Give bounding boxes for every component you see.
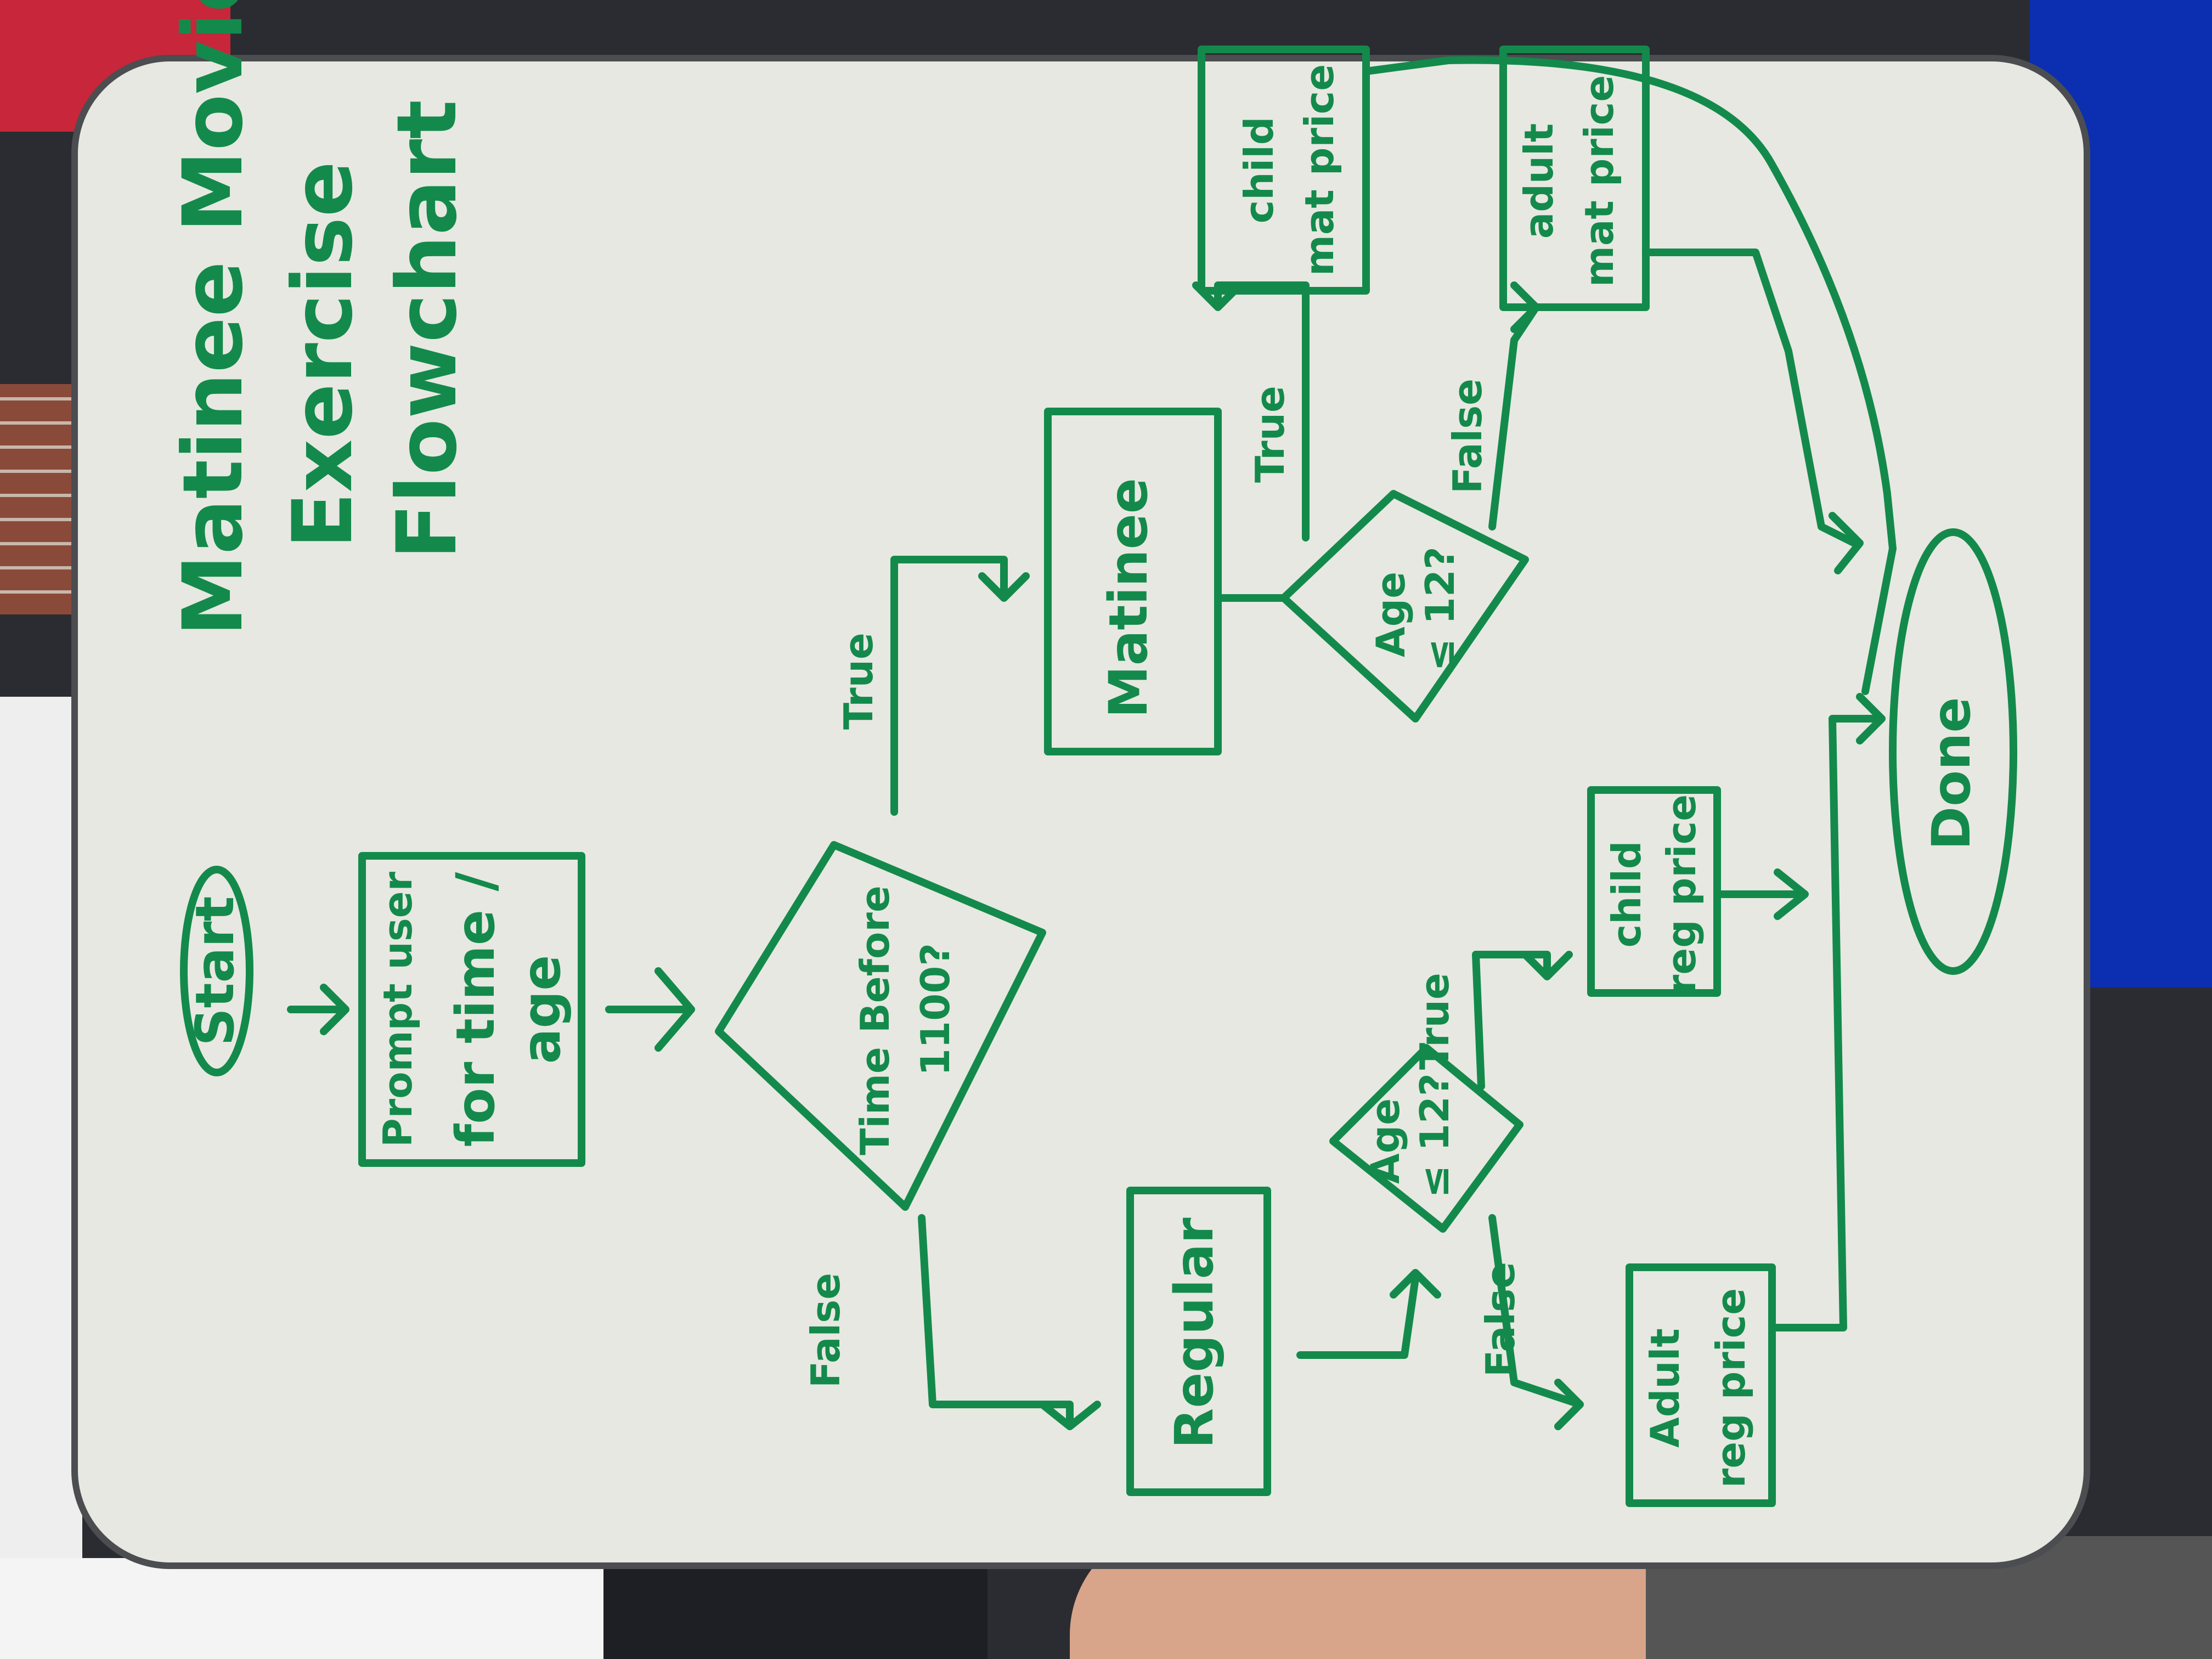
adult-reg-line-1: Adult <box>1642 1328 1688 1448</box>
regular-label: Regular <box>1164 1217 1225 1449</box>
adult-mat-line-1: adult <box>1516 123 1562 239</box>
prompt-line-3: age <box>511 955 572 1064</box>
decision-age-regular <box>1329 1044 1523 1233</box>
regular-box <box>1126 1187 1271 1496</box>
adult-reg-line-2: reg price <box>1708 1288 1754 1488</box>
background-keyboard <box>603 1553 988 1659</box>
edge-regular-age <box>1296 1269 1441 1359</box>
decision-time-line-1: Time Before <box>852 885 898 1155</box>
adult-mat-box <box>1499 46 1650 311</box>
adult-reg-box <box>1626 1263 1776 1507</box>
prompt-line-2: for time / <box>445 872 506 1147</box>
start-terminal <box>180 866 253 1076</box>
child-mat-line-2: mat price <box>1296 64 1342 276</box>
board-title: Matinee Movie <box>166 0 261 636</box>
prompt-box <box>358 852 585 1167</box>
done-label: Done <box>1921 697 1982 850</box>
matinee-box <box>1044 408 1222 755</box>
adult-mat-line-2: mat price <box>1576 75 1622 287</box>
decision-age-matinee <box>1280 490 1529 723</box>
arrow-start-prompt <box>287 984 349 1035</box>
edge-age-matinee-false <box>1488 281 1540 531</box>
edge-age-regular-false <box>1488 1214 1584 1430</box>
edge-time-true <box>890 556 1030 816</box>
prompt-line-1: Prompt user <box>375 871 421 1147</box>
matinee-label: Matinee <box>1098 478 1159 718</box>
child-mat-line-1: child <box>1236 117 1282 224</box>
edge-time-false <box>918 1214 1101 1430</box>
whiteboard <box>71 55 2090 1569</box>
child-reg-line-2: reg price <box>1658 794 1705 994</box>
decision-time-line-2: 1100? <box>912 943 958 1076</box>
background-white-surface <box>0 1558 614 1659</box>
arrow-prompt-decision <box>605 967 695 1052</box>
child-reg-line-1: child <box>1604 841 1650 948</box>
start-label: Start <box>184 896 246 1046</box>
edge-to-done-top <box>1861 545 1897 695</box>
background-brick-wall <box>0 384 82 614</box>
decision-age-regular-line-2: ≤ 12? <box>1412 1073 1458 1198</box>
edge-age-regular-true-label: True <box>1412 973 1458 1070</box>
decision-time <box>715 841 1046 1211</box>
board-kind: Flowchart <box>380 100 475 560</box>
child-mat-box <box>1198 46 1370 295</box>
edge-time-false-label: False <box>803 1273 849 1388</box>
edge-age-regular-true <box>1472 951 1573 1090</box>
edge-age-matinee-true-label: True <box>1247 386 1293 483</box>
decision-age-matinee-line-2: ≤ 12? <box>1417 546 1463 671</box>
edge-adult-reg-done <box>1768 693 1886 1331</box>
edge-age-regular-false-label: False <box>1477 1262 1523 1377</box>
background-monitor <box>0 697 82 1659</box>
edge-child-reg-done <box>1713 868 1809 920</box>
edge-adult-mat-done <box>1642 249 1864 574</box>
edge-child-mat-done <box>1362 56 1897 552</box>
done-terminal <box>1889 528 2017 975</box>
edge-age-matinee-false-label: False <box>1444 379 1491 494</box>
decision-age-regular-line-1: Age <box>1362 1098 1408 1184</box>
edge-time-true-label: True <box>836 633 882 730</box>
decision-age-matinee-line-1: Age <box>1368 572 1414 657</box>
board-subtitle: Exercise <box>275 161 371 549</box>
